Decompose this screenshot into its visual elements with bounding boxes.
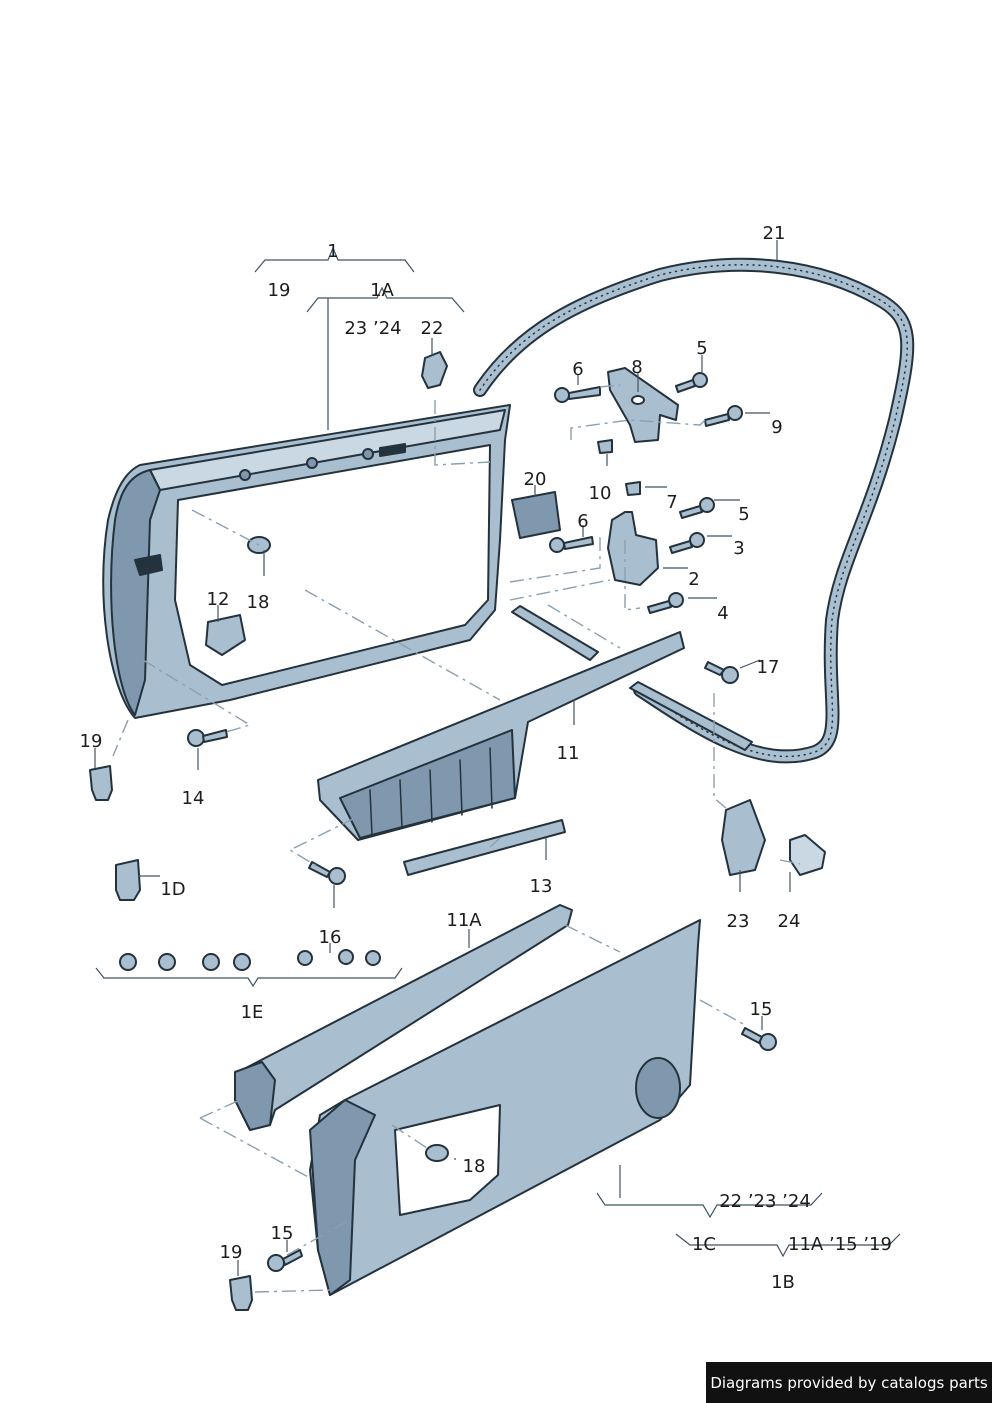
label-12: 12 [207, 589, 230, 610]
parts-illustration [89, 257, 915, 1311]
label-6-mid: 6 [577, 511, 588, 532]
nut-19-lower [229, 1275, 253, 1311]
label-18-lower: 18 [463, 1156, 486, 1177]
check-strap-20 [511, 491, 561, 539]
door-seal [473, 257, 915, 764]
label-23: 23 [727, 911, 750, 932]
label-16: 16 [319, 927, 342, 948]
clip-part-22 [421, 351, 448, 389]
hinge-cap-7 [625, 481, 641, 496]
label-5-mid: 5 [738, 504, 749, 525]
screw-17 [721, 666, 739, 684]
label-14: 14 [182, 788, 205, 809]
screw-9 [727, 405, 743, 421]
kit-1E-clip-2 [338, 949, 354, 965]
screw-6-mid [549, 537, 565, 553]
brace-22-23-24 [596, 1192, 823, 1219]
label-11A: 11A [446, 910, 482, 931]
label-11A-15-19: 11A ’15 ’19 [788, 1234, 892, 1255]
label-23-24: 23 ’24 [344, 318, 401, 339]
label-1B: 1B [771, 1272, 795, 1293]
door-frame [102, 404, 511, 719]
label-5-top: 5 [696, 338, 707, 359]
kit-1E-clip-1 [297, 950, 313, 966]
label-22-23-24: 22 ’23 ’24 [719, 1191, 811, 1212]
seal-strip-right [629, 681, 753, 751]
door-shell [309, 919, 701, 1296]
label-6-top: 6 [572, 359, 583, 380]
screw-3 [689, 532, 705, 548]
seal-strip-13 [403, 819, 566, 876]
credit-banner: Diagrams provided by catalogs parts [706, 1362, 992, 1403]
label-15-left: 15 [271, 1223, 294, 1244]
leader-lines [94, 240, 901, 1276]
label-24: 24 [778, 911, 801, 932]
label-19-top: 19 [268, 280, 291, 301]
screw-15-left [267, 1254, 285, 1272]
door-trim-strip-11A [234, 904, 573, 1131]
label-10: 10 [589, 483, 612, 504]
assembly-lines [112, 384, 801, 1293]
label-1A: 1A [370, 280, 394, 301]
label-1C: 1C [692, 1234, 716, 1255]
label-20: 20 [524, 469, 547, 490]
callout-labels: 1 19 1A 23 ’24 22 21 6 8 5 9 10 7 20 5 6… [80, 223, 892, 1293]
upper-hinge [607, 367, 679, 443]
bracket-24 [789, 834, 826, 876]
label-13: 13 [530, 876, 553, 897]
fasteners [89, 372, 777, 1311]
label-1D: 1D [160, 879, 185, 900]
nut-1D [115, 859, 141, 901]
door-carrier [317, 631, 685, 841]
label-1: 1 [327, 241, 338, 262]
kit-1E-bolt-1 [119, 953, 137, 971]
label-21: 21 [763, 223, 786, 244]
label-17: 17 [757, 657, 780, 678]
label-19-bottom: 19 [220, 1242, 243, 1263]
kit-1E-bolt-2 [158, 953, 176, 971]
label-11: 11 [557, 743, 580, 764]
kit-1E-clip-3 [365, 950, 381, 966]
label-3: 3 [733, 538, 744, 559]
clip-part-12 [205, 614, 246, 656]
label-1E: 1E [241, 1002, 264, 1023]
lower-hinge [607, 511, 659, 586]
label-22: 22 [421, 318, 444, 339]
label-2: 2 [688, 569, 699, 590]
kit-1E-bolt-4 [233, 953, 251, 971]
label-19-left: 19 [80, 731, 103, 752]
label-9: 9 [771, 417, 782, 438]
brace-1B [675, 1233, 901, 1258]
screw-14 [187, 729, 205, 747]
label-8: 8 [631, 357, 642, 378]
kit-1E-bolt-3 [202, 953, 220, 971]
screw-6-top [554, 387, 570, 403]
hinge-sleeve-10 [597, 439, 613, 454]
brace-1A [306, 286, 465, 313]
lock-plate-23 [721, 799, 766, 876]
label-18-upper: 18 [247, 592, 270, 613]
nut-19-upper [89, 765, 113, 801]
label-15-right: 15 [750, 999, 773, 1020]
brace-1E [95, 967, 403, 988]
brace-1 [254, 246, 415, 273]
label-7: 7 [666, 492, 677, 513]
screw-upper-carrier [328, 867, 346, 885]
seal-strip-left [511, 605, 599, 661]
label-4: 4 [717, 603, 728, 624]
